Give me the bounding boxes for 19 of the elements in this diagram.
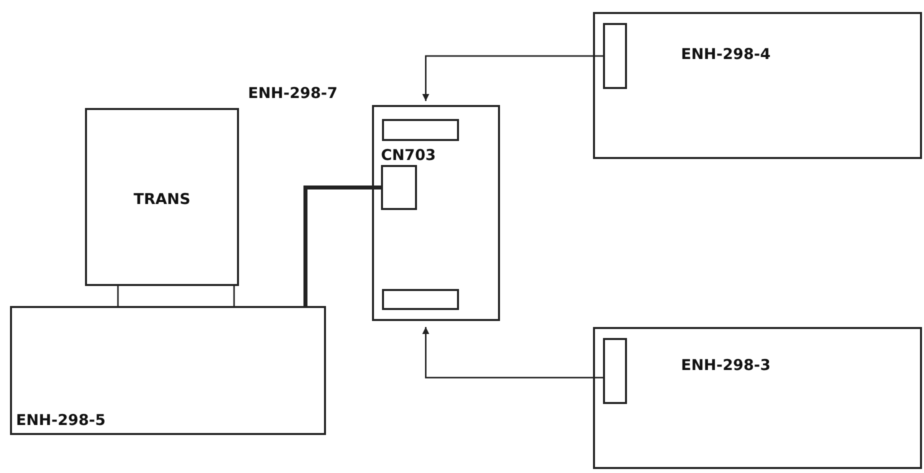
connector-block — [382, 289, 459, 310]
board-label: ENH-298-3 — [681, 355, 771, 375]
board-label: CN703 — [381, 145, 436, 165]
arrow — [422, 55, 603, 101]
board-label: ENH-298-5 — [16, 410, 106, 430]
board-label: TRANS — [132, 189, 192, 209]
board-label: ENH-298-7 — [248, 83, 339, 103]
board-label: ENH-298-4 — [681, 44, 771, 64]
connector-block — [382, 119, 459, 141]
mounting-line — [233, 286, 235, 307]
connector-block — [603, 338, 627, 404]
transformer-box — [85, 108, 239, 286]
cable — [303, 186, 381, 306]
mounting-line — [117, 286, 119, 307]
arrow — [422, 327, 603, 378]
circuit-board — [593, 327, 922, 469]
circuit-board — [10, 306, 326, 435]
connector-block — [603, 23, 627, 89]
circuit-board — [593, 12, 922, 159]
